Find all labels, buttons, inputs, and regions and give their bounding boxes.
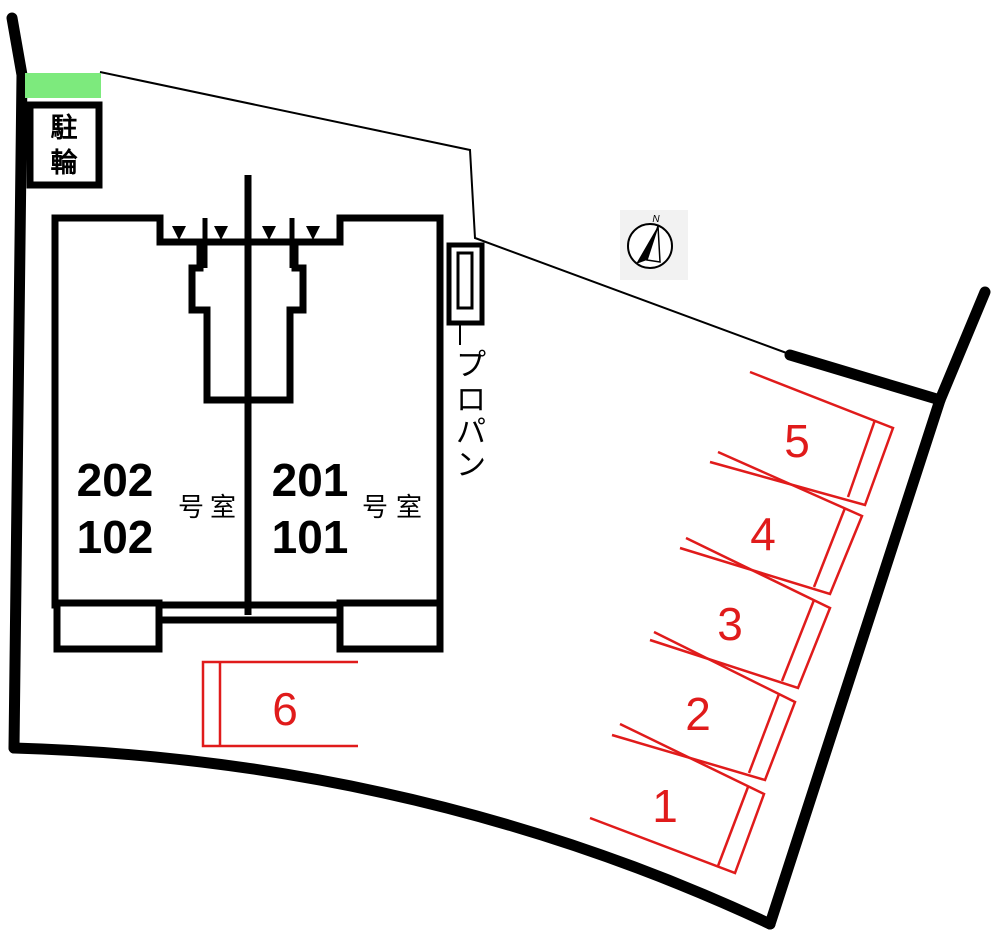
parking-number-1: 1 bbox=[652, 780, 678, 832]
north-east-wall bbox=[784, 349, 946, 406]
bicycle-parking-roof bbox=[25, 73, 101, 98]
entrance-marker bbox=[262, 226, 276, 240]
unit-number-upper: 201 bbox=[272, 454, 349, 506]
parking-number-3: 3 bbox=[717, 598, 743, 650]
north-arrow-letter: N bbox=[652, 214, 660, 225]
propane-tank-box bbox=[446, 242, 485, 326]
parking-space-3-inner bbox=[780, 599, 816, 682]
unit-suffix-go: 号 bbox=[178, 493, 204, 523]
parking-space-4-inner bbox=[812, 507, 847, 588]
parking-space-3 bbox=[649, 536, 832, 690]
unit-labels-right: 201 101 号 室 bbox=[272, 454, 422, 563]
entrance-marker bbox=[306, 226, 320, 240]
building bbox=[51, 175, 444, 653]
north-arrow: N bbox=[620, 210, 688, 280]
building-outline bbox=[51, 214, 444, 609]
parking-spaces-diagonal bbox=[589, 370, 895, 875]
propane-label-char: プ bbox=[456, 348, 486, 383]
site-boundary bbox=[6, 12, 991, 930]
propane-label-char: ン bbox=[456, 448, 486, 483]
entrance-marker bbox=[214, 226, 228, 240]
parking-space-5-inner bbox=[846, 419, 877, 498]
parking-space-1-inner bbox=[716, 786, 750, 867]
propane-tank bbox=[456, 251, 474, 310]
balcony-left bbox=[53, 599, 163, 653]
entrance-marker bbox=[172, 226, 186, 240]
parking-numbers: 1 2 3 4 5 6 bbox=[272, 415, 810, 832]
parking-number-4: 4 bbox=[750, 508, 776, 560]
parking-number-2: 2 bbox=[685, 688, 711, 740]
propane-label-char: ロ bbox=[456, 383, 486, 418]
bicycle-parking-box bbox=[26, 101, 103, 189]
entrance-markers bbox=[172, 226, 320, 240]
west-wall bbox=[6, 12, 28, 754]
parking-number-6: 6 bbox=[272, 683, 298, 735]
unit-labels-left: 202 102 号 室 bbox=[77, 454, 236, 563]
parking-space-1 bbox=[589, 722, 766, 875]
unit-suffix-go: 号 bbox=[362, 493, 388, 523]
stair-core bbox=[188, 242, 307, 404]
bicycle-parking: 駐 輪 bbox=[25, 73, 103, 189]
parking-space-6 bbox=[201, 660, 358, 748]
unit-number-upper: 202 bbox=[77, 454, 154, 506]
south-wall bbox=[8, 742, 776, 930]
north-arrow-needle bbox=[636, 226, 658, 264]
parking-space-2-inner bbox=[747, 693, 781, 774]
unit-number-lower: 101 bbox=[272, 511, 349, 563]
north-arrow-needle-outline bbox=[646, 225, 661, 263]
balcony-right bbox=[336, 599, 444, 653]
unit-number-lower: 102 bbox=[77, 511, 154, 563]
parking-space-6-group bbox=[201, 660, 358, 748]
propane-tank-area: プ ロ パ ン bbox=[446, 242, 486, 483]
north-boundary-line bbox=[99, 71, 793, 356]
unit-suffix-shitsu: 室 bbox=[396, 493, 422, 523]
bicycle-parking-label-2: 輪 bbox=[51, 147, 79, 179]
parking-number-5: 5 bbox=[784, 415, 810, 467]
propane-label-char: パ bbox=[456, 415, 486, 450]
bicycle-parking-label-1: 駐 bbox=[51, 113, 78, 144]
unit-suffix-shitsu: 室 bbox=[210, 493, 236, 523]
